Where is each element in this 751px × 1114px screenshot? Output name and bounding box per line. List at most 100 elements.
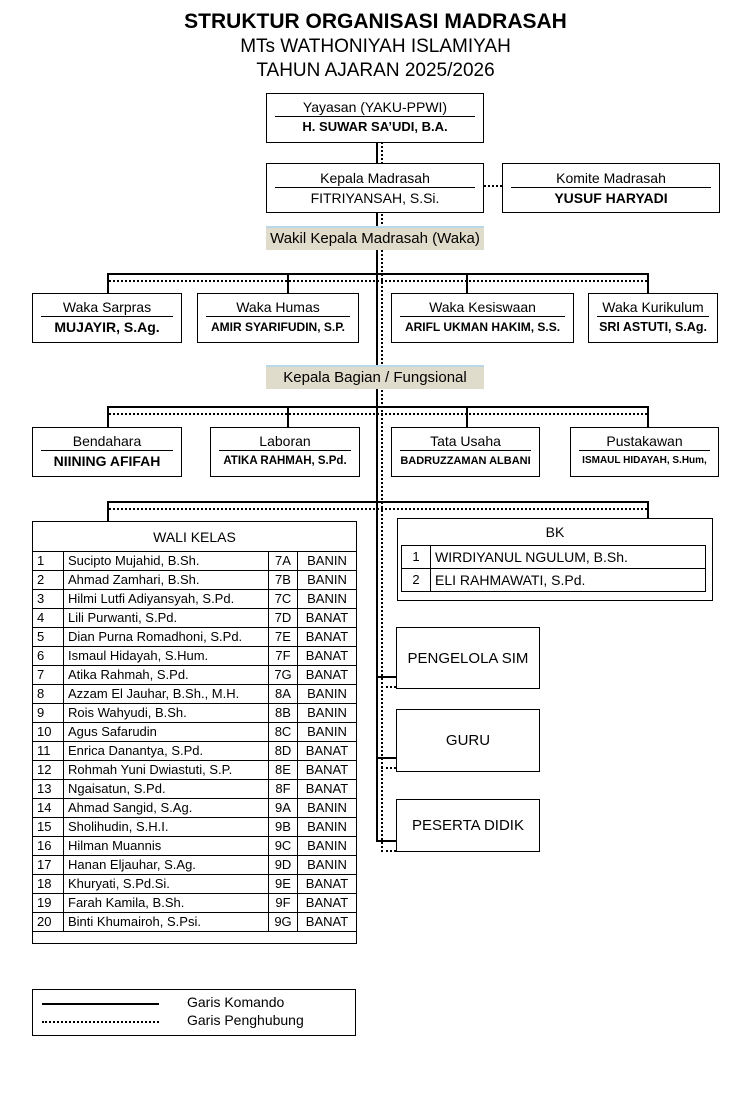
wali-no: 1 [32, 551, 64, 571]
wali-gender: BANIN [297, 589, 357, 609]
wali-no: 6 [32, 646, 64, 666]
kabag-band: Kepala Bagian / Fungsional [266, 367, 484, 389]
bendahara-name: NIINING AFIFAH [53, 453, 161, 469]
wali-kelas-code: 7A [268, 551, 298, 571]
kabag-drop-3 [466, 406, 468, 427]
wali-kelas-code: 7C [268, 589, 298, 609]
wali-kelas-code: 8C [268, 722, 298, 742]
bk-name: ELI RAHMAWATI, S.Pd. [430, 568, 706, 592]
lower-liaison-line [109, 508, 647, 510]
bk-box: BK 1 WIRDIYANUL NGULUM, B.Sh. 2 ELI RAHM… [397, 518, 713, 601]
wali-name: Sholihudin, S.H.I. [63, 817, 269, 837]
command-spine [376, 142, 378, 842]
sim-dot-stub [381, 686, 396, 688]
kepala-name: FITRIYANSAH, S.Si. [310, 190, 440, 206]
tata-usaha-divider [400, 450, 531, 451]
yayasan-role: Yayasan (YAKU-PPWI) [302, 99, 448, 115]
peserta-dot-stub [381, 850, 396, 852]
wali-name: Sucipto Mujahid, B.Sh. [63, 551, 269, 571]
komite-role: Komite Madrasah [556, 170, 666, 186]
komite-divider [511, 187, 711, 188]
waka-drop-2 [287, 273, 289, 293]
wali-no: 3 [32, 589, 64, 609]
wali-name: Binti Khumairoh, S.Psi. [63, 912, 269, 932]
waka-kurikulum-role: Waka Kurikulum [602, 299, 704, 315]
wali-kelas-code: 7B [268, 570, 298, 590]
wali-no: 16 [32, 836, 64, 856]
wali-no: 8 [32, 684, 64, 704]
wali-gender: BANIN [297, 684, 357, 704]
wali-name: Khuryati, S.Pd.Si. [63, 874, 269, 894]
yayasan-box: Yayasan (YAKU-PPWI) H. SUWAR SA’UDI, B.A… [266, 93, 484, 143]
pustakawan-box: Pustakawan ISMAUL HIDAYAH, S.Hum, [570, 427, 719, 477]
sim-stub [376, 676, 396, 678]
wali-gender: BANAT [297, 912, 357, 932]
wali-kelas-code: 8B [268, 703, 298, 723]
wali-no: 11 [32, 741, 64, 761]
wali-gender: BANAT [297, 760, 357, 780]
wali-no: 5 [32, 627, 64, 647]
waka-kurikulum-box: Waka Kurikulum SRI ASTUTI, S.Ag. [588, 293, 718, 343]
wali-name: Ismaul Hidayah, S.Hum. [63, 646, 269, 666]
wali-gender: BANIN [297, 722, 357, 742]
waka-kesiswaan-box: Waka Kesiswaan ARIFL UKMAN HAKIM, S.S. [391, 293, 574, 343]
peserta-stub [376, 840, 396, 842]
wali-no: 12 [32, 760, 64, 780]
waka-kesiswaan-name: ARIFL UKMAN HAKIM, S.S. [404, 320, 561, 334]
bk-no: 2 [401, 568, 431, 592]
wali-no: 2 [32, 570, 64, 590]
wali-name: Enrica Danantya, S.Pd. [63, 741, 269, 761]
wali-name: Hilman Muannis [63, 836, 269, 856]
kabag-drop-4 [647, 406, 649, 427]
waka-humas-divider [206, 316, 350, 317]
wali-gender: BANAT [297, 646, 357, 666]
peserta-didik-label: PESERTA DIDIK [412, 817, 524, 834]
wali-gender: BANIN [297, 551, 357, 571]
pengelola-sim-box: PENGELOLA SIM [396, 627, 540, 689]
wali-gender: BANIN [297, 798, 357, 818]
waka-kesiswaan-role: Waka Kesiswaan [429, 299, 536, 315]
bk-no: 1 [401, 545, 431, 569]
guru-label: GURU [445, 732, 491, 749]
wali-kelas-code: 9C [268, 836, 298, 856]
table-row: 2 ELI RAHMAWATI, S.Pd. [401, 568, 706, 592]
waka-drop-1 [107, 273, 109, 293]
bendahara-box: Bendahara NIINING AFIFAH [32, 427, 182, 477]
bk-name: WIRDIYANUL NGULUM, B.Sh. [430, 545, 706, 569]
kabag-liaison-line [109, 413, 647, 415]
wali-no: 17 [32, 855, 64, 875]
laboran-name: ATIKA RAHMAH, S.Pd. [223, 455, 347, 467]
wali-kelas-code: 7G [268, 665, 298, 685]
wali-gender: BANIN [297, 703, 357, 723]
legend-dotted-line [42, 1021, 159, 1023]
bk-table: 1 WIRDIYANUL NGULUM, B.Sh. 2 ELI RAHMAWA… [401, 545, 706, 592]
bendahara-divider [41, 450, 173, 451]
wali-kelas-code: 7E [268, 627, 298, 647]
waka-sarpras-divider [41, 316, 173, 317]
wali-no: 13 [32, 779, 64, 799]
wali-gender: BANIN [297, 817, 357, 837]
wali-name: Rois Wahyudi, B.Sh. [63, 703, 269, 723]
waka-drop-3 [466, 273, 468, 293]
wali-name: Ngaisatun, S.Pd. [63, 779, 269, 799]
wali-drop [107, 501, 109, 521]
wali-name: Ahmad Sangid, S.Ag. [63, 798, 269, 818]
wali-name: Rohmah Yuni Dwiastuti, S.P. [63, 760, 269, 780]
waka-drop-4 [647, 273, 649, 293]
wali-kelas-code: 9E [268, 874, 298, 894]
wali-name: Agus Safarudin [63, 722, 269, 742]
wali-gender: BANAT [297, 893, 357, 913]
wali-no: 15 [32, 817, 64, 837]
kepala-box: Kepala Madrasah FITRIYANSAH, S.Si. [266, 163, 484, 213]
liaison-spine [381, 142, 383, 852]
